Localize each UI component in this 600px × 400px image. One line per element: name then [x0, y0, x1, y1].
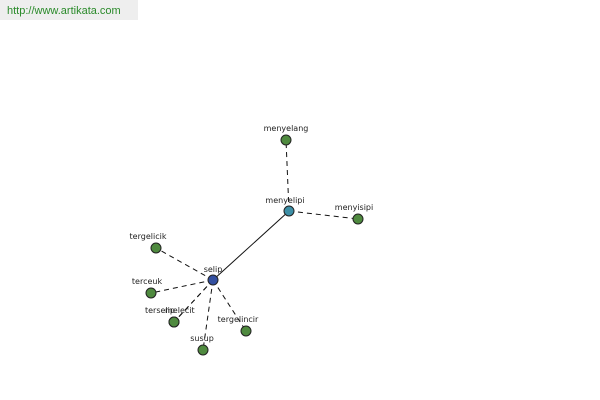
node-terceuk[interactable]	[145, 287, 157, 299]
label-selip: selip	[204, 265, 223, 274]
node-tergelicik[interactable]	[150, 242, 162, 254]
label-menyelang: menyelang	[264, 124, 309, 133]
label-susup: susup	[190, 334, 214, 343]
edge-selip-susup	[202, 279, 214, 351]
label-terceuk: terceuk	[132, 277, 163, 286]
node-menyelang[interactable]	[280, 134, 292, 146]
label-terselip: terselip	[145, 306, 175, 315]
edge-menyelipi-menyelang	[285, 139, 290, 212]
edge-selip-melecit	[173, 279, 214, 323]
node-menyelipi[interactable]	[283, 205, 295, 217]
edge-selip-menyelipi	[212, 210, 290, 281]
edge-menyelipi-menyisipi	[288, 210, 359, 220]
label-menyelipi: menyelipi	[265, 196, 304, 205]
label-tergelicik: tergelicik	[130, 232, 167, 241]
edge-selip-tergelicik	[155, 247, 214, 281]
label-menyisipi: menyisipi	[335, 203, 373, 212]
edge-selip-tergelincir	[212, 279, 247, 332]
node-selip[interactable]	[207, 274, 219, 286]
node-menyisipi[interactable]	[352, 213, 364, 225]
edge-selip-terceuk	[150, 279, 214, 294]
label-tergelincir: tergelincir	[218, 315, 259, 324]
source-link[interactable]: http://www.artikata.com	[0, 0, 138, 20]
node-tergelincir[interactable]	[240, 325, 252, 337]
node-melecit[interactable]	[168, 316, 180, 328]
label-melecit: melecit	[165, 306, 195, 315]
node-susup[interactable]	[197, 344, 209, 356]
